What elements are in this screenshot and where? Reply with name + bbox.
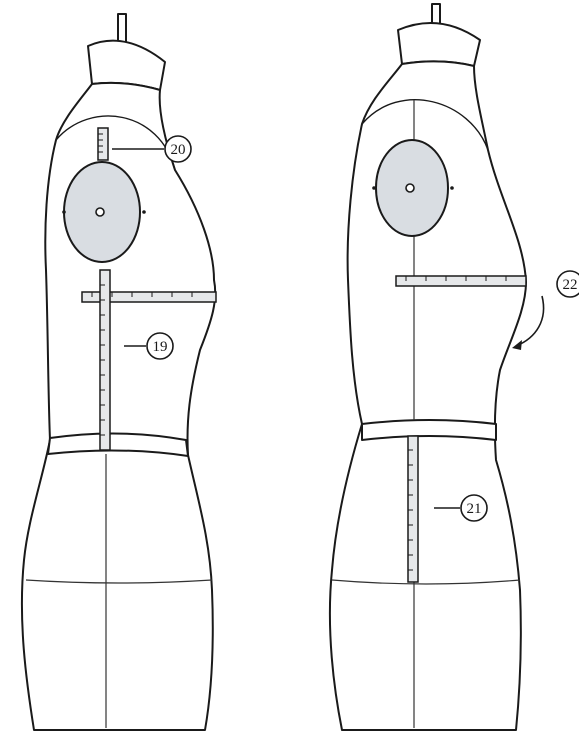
right-armhole-dot-left <box>372 186 376 190</box>
callout-22-arrowhead <box>512 340 522 350</box>
left-dress-form: 20 19 <box>22 14 216 730</box>
right-dress-form: 21 22 <box>330 4 579 730</box>
callout-22-label: 22 <box>563 277 578 293</box>
right-waistband <box>362 420 496 440</box>
callout-20-label: 20 <box>171 142 186 158</box>
left-vertical-tape <box>100 270 110 450</box>
left-stand-rod <box>118 14 126 44</box>
right-bust-tape <box>396 276 526 286</box>
callout-21-label: 21 <box>467 501 482 517</box>
left-armhole-dot-left <box>62 210 66 214</box>
right-vertical-tape <box>408 436 418 582</box>
left-armhole-dot-right <box>142 210 146 214</box>
right-neck <box>398 23 480 66</box>
right-armhole-dot-right <box>450 186 454 190</box>
callout-19-label: 19 <box>153 339 168 355</box>
left-shoulder-tape <box>98 128 108 160</box>
left-armhole-screw <box>96 208 104 216</box>
right-armhole-screw <box>406 184 414 192</box>
